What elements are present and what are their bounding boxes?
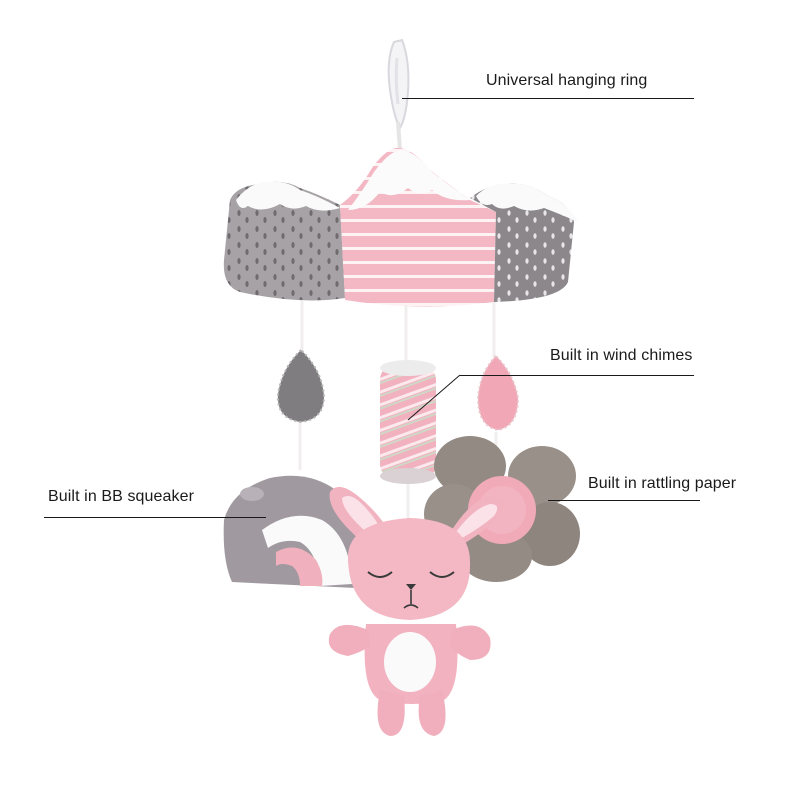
- callout-line-wind-chimes: [460, 375, 694, 376]
- raindrop-icon: [276, 348, 326, 424]
- callout-line-bb-squeaker: [44, 517, 266, 518]
- callout-wind-chimes: Built in wind chimes: [550, 347, 693, 364]
- hanging-ring-icon: [387, 38, 410, 151]
- callout-rattling-paper: Built in rattling paper: [588, 475, 737, 492]
- callout-line-hanging-ring: [402, 98, 694, 99]
- bunny-icon: [328, 486, 505, 736]
- callout-line-rattling-paper: [548, 500, 700, 501]
- callout-bb-squeaker: Built in BB squeaker: [48, 488, 195, 505]
- cloud-icon: [223, 147, 578, 307]
- rainbow-cloud-icon: [223, 475, 363, 588]
- raindrop-icon: [476, 354, 520, 432]
- callout-hanging-ring: Universal hanging ring: [486, 72, 648, 89]
- chime-tube-icon: [380, 360, 436, 484]
